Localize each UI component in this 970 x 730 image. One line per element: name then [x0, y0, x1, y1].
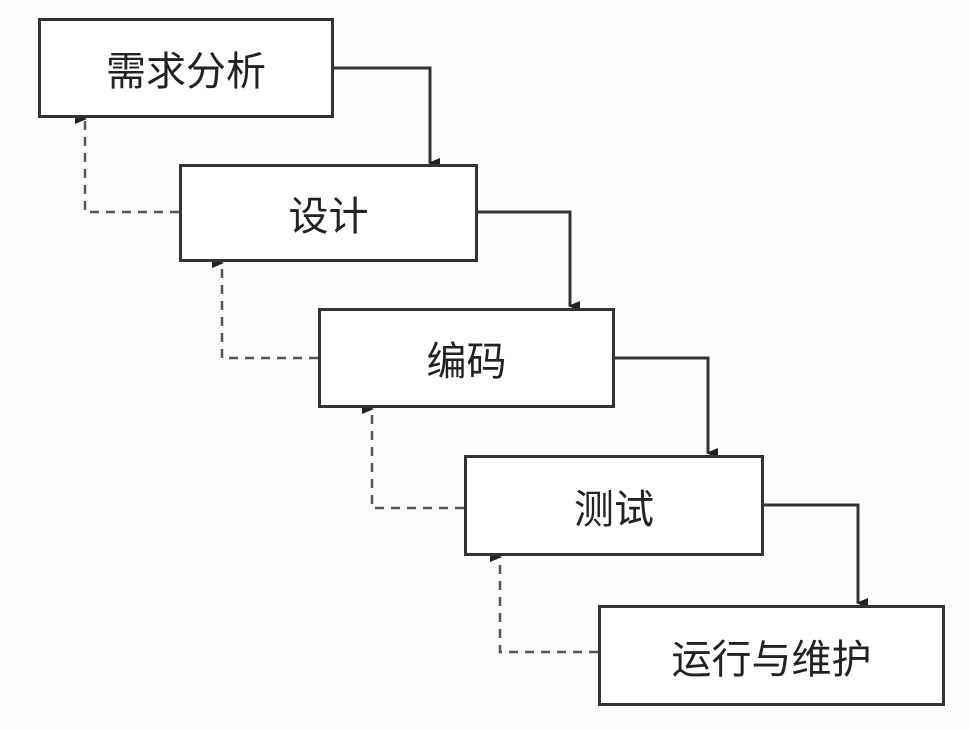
- stage-operation-maintenance: 运行与维护: [598, 605, 945, 706]
- forward-arrow-1: [333, 66, 440, 168]
- forward-arrow-2: [477, 210, 580, 311]
- forward-arrow-3: [614, 356, 718, 458]
- stage-label: 需求分析: [106, 49, 266, 95]
- stage-design: 设计: [179, 164, 478, 262]
- stage-label: 运行与维护: [671, 636, 872, 683]
- stage-coding: 编码: [318, 308, 615, 408]
- stage-label: 设计: [288, 194, 369, 240]
- feedback-arrow-3: [362, 404, 464, 510]
- stage-label: 测试: [574, 486, 654, 533]
- stage-requirements-analysis: 需求分析: [38, 18, 334, 118]
- feedback-arrow-1: [75, 114, 179, 214]
- forward-arrow-4: [763, 503, 868, 608]
- feedback-arrow-4: [490, 552, 598, 654]
- feedback-arrow-2: [212, 258, 318, 360]
- stage-label: 编码: [426, 339, 507, 385]
- stage-testing: 测试: [464, 455, 764, 556]
